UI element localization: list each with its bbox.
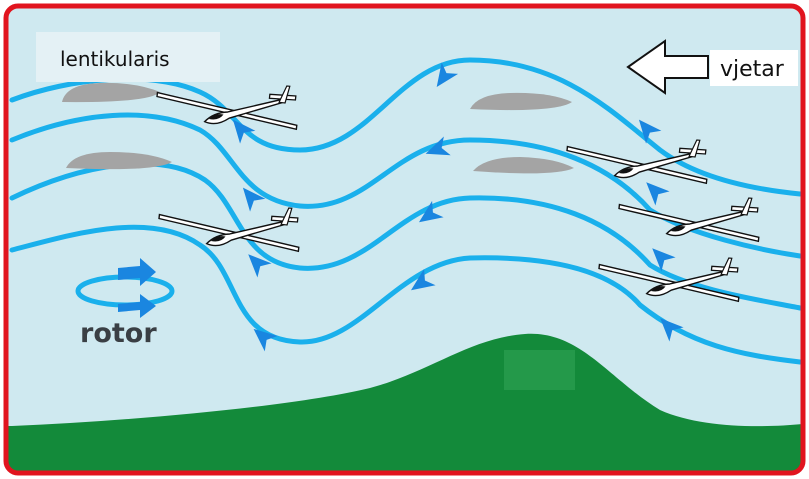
streamline-4 — [9, 224, 803, 365]
lenticular-cloud-icon — [66, 152, 172, 170]
frame-border — [3, 3, 806, 476]
rotor-icon — [75, 258, 175, 318]
hill — [6, 333, 803, 473]
hill-patch — [504, 350, 575, 390]
streamlines — [9, 57, 803, 365]
lentikularis-label: lentikularis — [60, 47, 170, 71]
rotor-label: rotor — [80, 318, 157, 349]
lenticular-cloud-icon — [473, 157, 574, 174]
streamline-3 — [9, 161, 803, 311]
left-arrow-icon — [626, 39, 709, 95]
lenticular-cloud-icon — [62, 82, 160, 103]
lenticular-cloud-icon — [470, 92, 572, 111]
lenticular-clouds — [62, 82, 574, 174]
lentikularis-label-box — [36, 32, 220, 82]
wind-label-box — [710, 50, 798, 86]
streamline-1 — [9, 57, 803, 197]
sky-background — [6, 6, 803, 473]
wind-label: vjetar — [720, 57, 785, 82]
